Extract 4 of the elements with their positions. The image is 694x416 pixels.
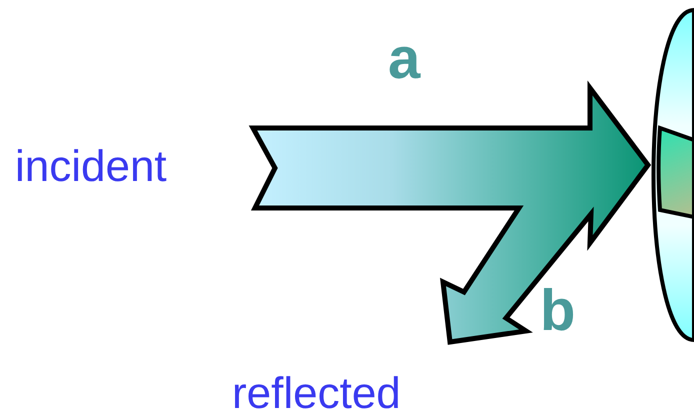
arrow-label: b <box>540 282 576 340</box>
arrow-label: a <box>388 30 420 88</box>
ray-label: reflected <box>232 372 401 416</box>
ray-label: incident <box>15 145 167 189</box>
